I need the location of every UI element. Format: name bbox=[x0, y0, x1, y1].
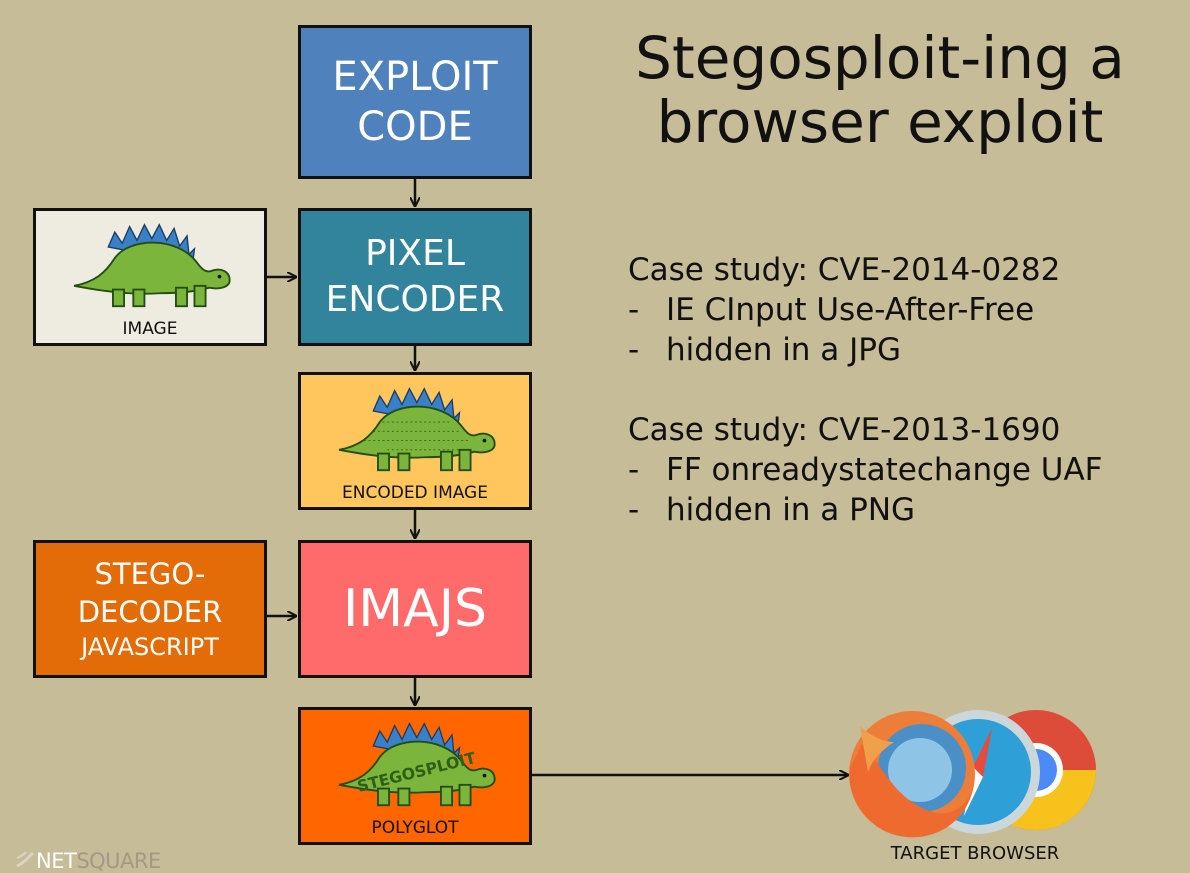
exploit-code-label-2: CODE bbox=[357, 104, 473, 150]
slide-title: Stegosploit-ing a browser exploit bbox=[635, 24, 1125, 156]
firefox-icon bbox=[849, 711, 975, 838]
case-study-1: Case study: CVE-2014-0282 -IE CInput Use… bbox=[628, 250, 1060, 370]
imajs-label: IMAJS bbox=[342, 579, 488, 639]
stego-decoder-box: STEGO- DECODER JAVASCRIPT bbox=[33, 540, 267, 678]
netsquare-logo: NETSQUARE bbox=[14, 849, 161, 873]
browser-icons bbox=[849, 710, 1096, 838]
case-study-item: -IE CInput Use-After-Free bbox=[628, 292, 1035, 328]
encoded-image-label: ENCODED IMAGE bbox=[342, 483, 488, 503]
exploit-code-box: EXPLOIT CODE bbox=[298, 25, 532, 179]
pixel-encoder-label-2: ENCODER bbox=[325, 279, 505, 320]
logo-net-text: NET bbox=[36, 849, 77, 873]
case-study-heading: Case study: CVE-2013-1690 bbox=[628, 412, 1061, 448]
case-study-heading: Case study: CVE-2014-0282 bbox=[628, 252, 1061, 288]
imajs-box: IMAJS bbox=[298, 540, 532, 678]
encoded-image-box: ENCODED IMAGE bbox=[298, 372, 532, 510]
polyglot-label: POLYGLOT bbox=[371, 818, 459, 838]
stegosaurus-icon bbox=[73, 223, 231, 308]
image-box: IMAGE bbox=[33, 208, 267, 346]
case-study-item: -hidden in a JPG bbox=[628, 332, 902, 368]
stego-decoder-label-3: JAVASCRIPT bbox=[81, 633, 219, 661]
case-study-2: Case study: CVE-2013-1690 -FF onreadysta… bbox=[628, 410, 1102, 530]
exploit-code-label-1: EXPLOIT bbox=[332, 54, 498, 100]
logo-square-text: SQUARE bbox=[76, 849, 161, 873]
polyglot-box: STEGOSPLOIT POLYGLOT bbox=[298, 707, 532, 845]
pixel-encoder-box: PIXEL ENCODER bbox=[298, 208, 532, 346]
stegosaurus-icon: STEGOSPLOIT bbox=[338, 722, 496, 807]
stego-decoder-label-1: STEGO- bbox=[94, 557, 206, 591]
target-browser-label: TARGET BROWSER bbox=[890, 843, 1060, 864]
stegosaurus-icon bbox=[338, 387, 496, 472]
stego-decoder-label-2: DECODER bbox=[77, 595, 223, 629]
case-study-item: -FF onreadystatechange UAF bbox=[628, 452, 1103, 488]
pixel-encoder-label-1: PIXEL bbox=[365, 233, 465, 274]
image-label: IMAGE bbox=[122, 319, 178, 339]
case-study-item: -hidden in a PNG bbox=[628, 492, 916, 528]
netsquare-logo-icon bbox=[16, 851, 35, 868]
